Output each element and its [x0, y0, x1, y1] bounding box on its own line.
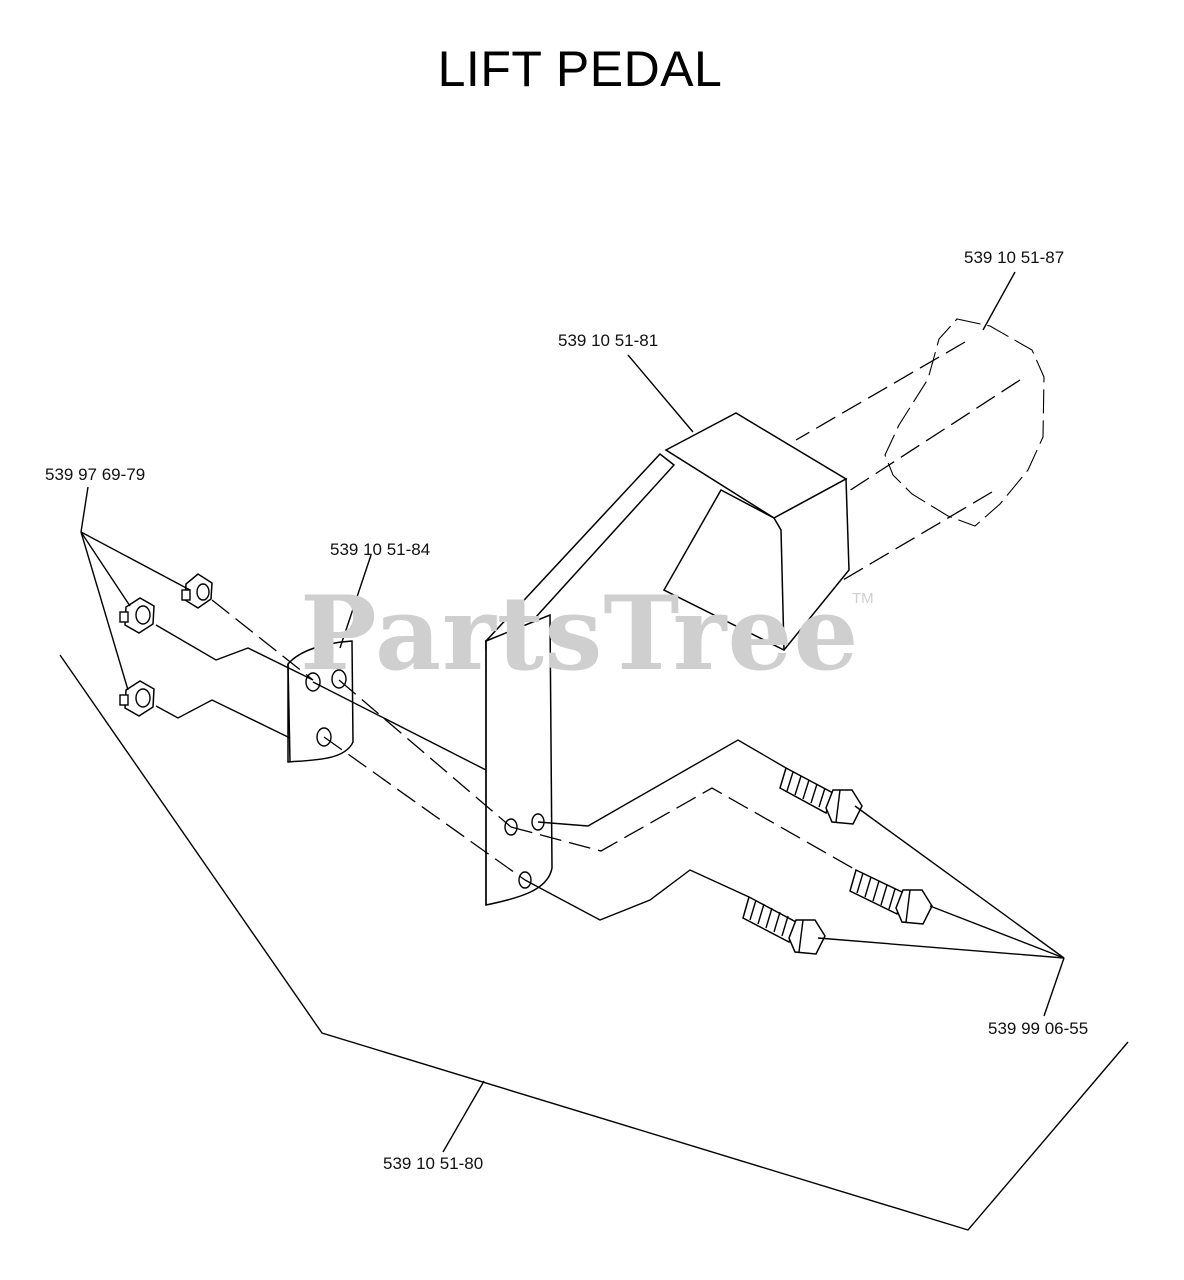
label-assembly: 539 10 51-80 [383, 1154, 484, 1173]
label-nuts: 539 97 69-79 [45, 465, 146, 484]
bolt [849, 868, 933, 925]
bolt [779, 766, 863, 825]
label-pedal-arm: 539 10 51-81 [558, 331, 659, 350]
leader-lines [59, 271, 1129, 1231]
alignment-lines [155, 599, 857, 921]
label-pedal-pad: 539 10 51-87 [964, 248, 1065, 267]
nut [119, 680, 155, 717]
label-bolts: 539 99 06-55 [988, 1019, 1089, 1038]
pedal-arm [484, 412, 850, 906]
nut [119, 597, 155, 634]
mounting-plate [287, 640, 354, 763]
bolts [742, 766, 933, 955]
pedal-pad [795, 318, 1045, 591]
watermark: PartsTree [300, 574, 860, 694]
nuts [119, 573, 213, 717]
bolt [742, 895, 826, 955]
page-title: LIFT PEDAL [437, 41, 723, 97]
label-mounting-plate: 539 10 51-84 [330, 540, 431, 559]
trademark-mark: TM [852, 590, 874, 607]
nut [181, 573, 213, 609]
